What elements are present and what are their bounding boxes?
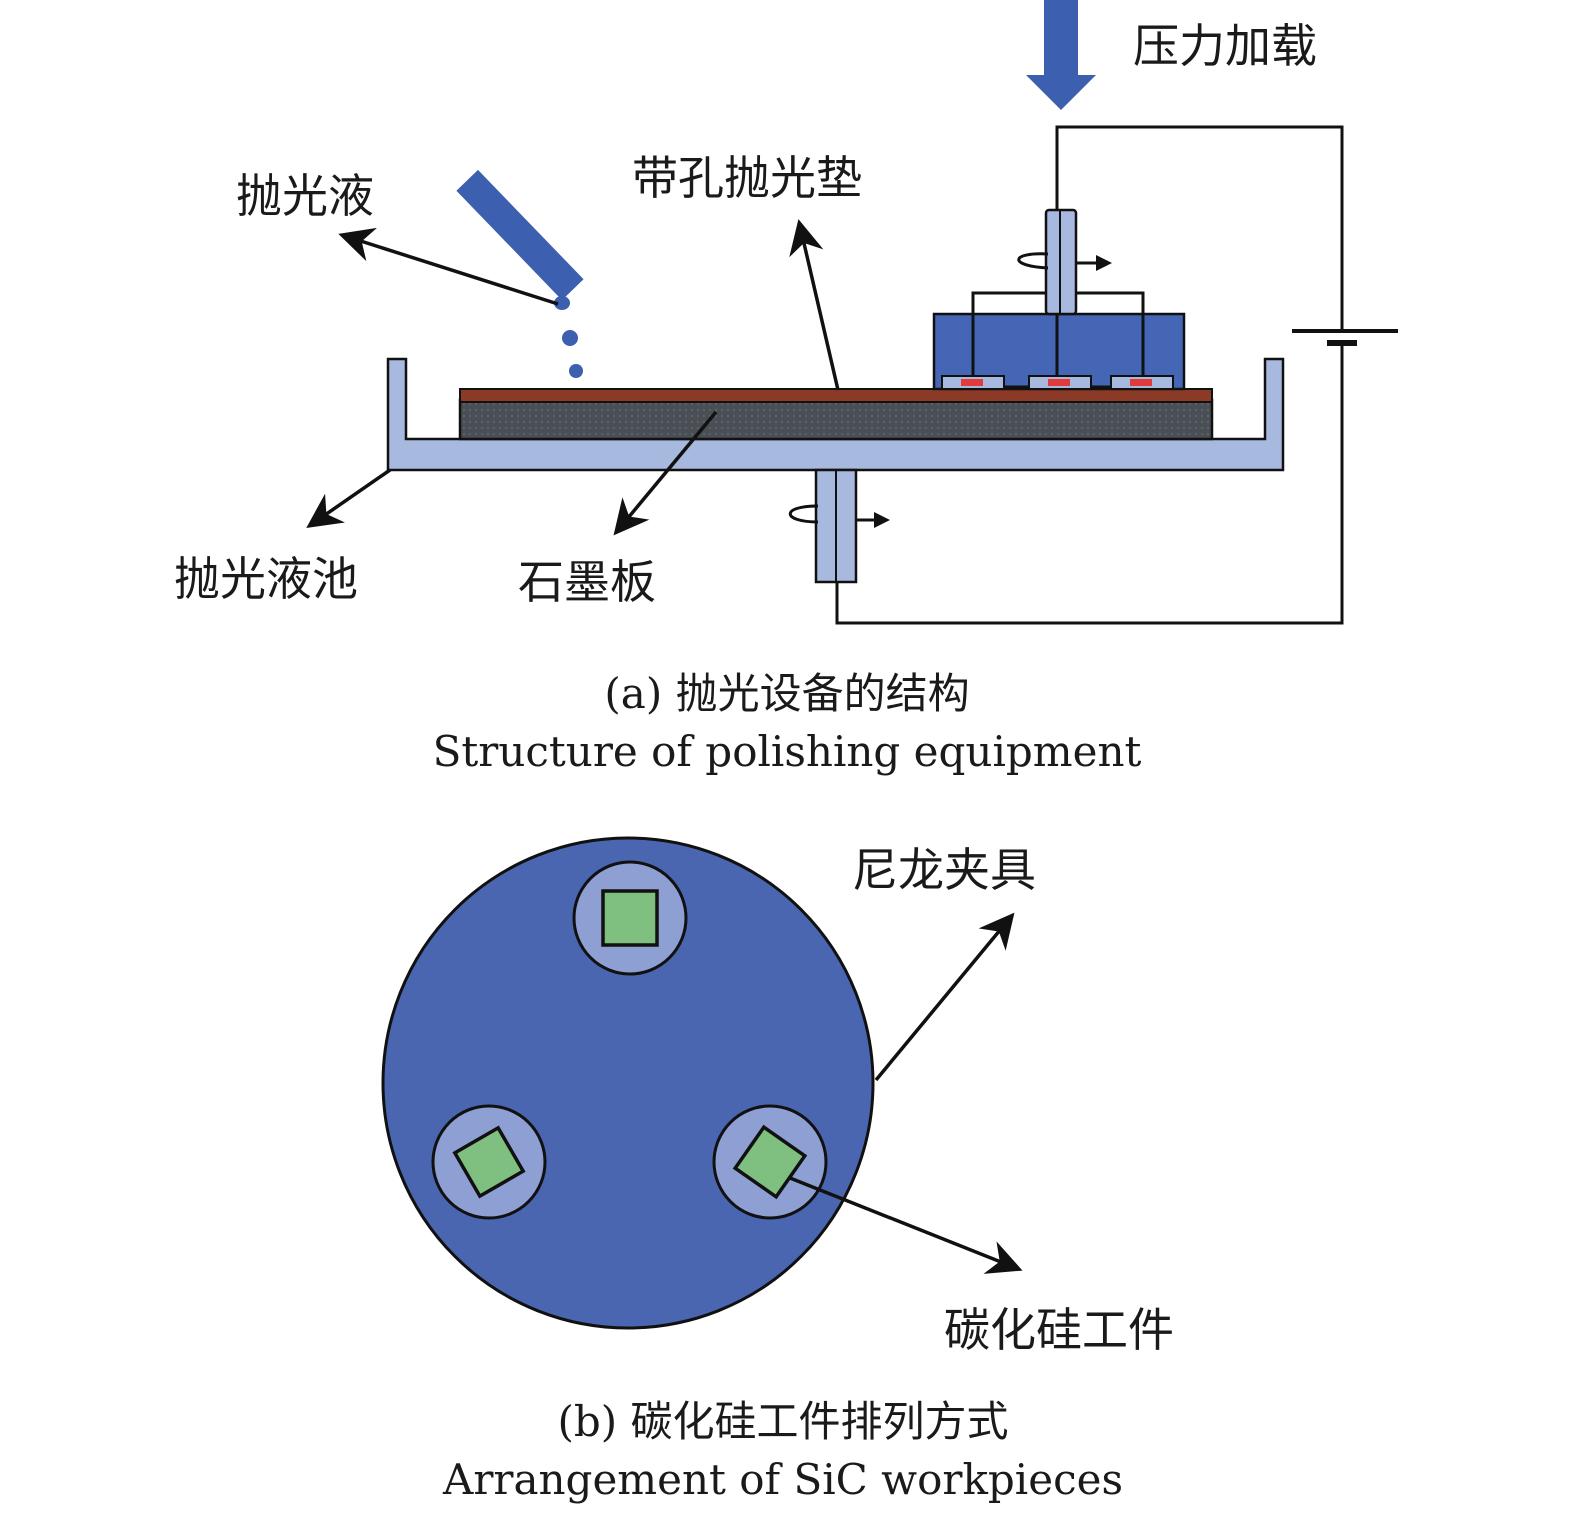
liquid-pool (386, 357, 1285, 472)
sic-workpieces-side (961, 379, 1152, 386)
caption-a-en: Structure of polishing equipment (433, 727, 1142, 776)
label-liquid-pool: 抛光液池 (174, 552, 358, 606)
rotation-arrow-lower-icon (788, 504, 890, 528)
sic-square-left (452, 1125, 526, 1199)
caption-a-zh: (a) 抛光设备的结构 (604, 669, 969, 718)
sic-square-top (601, 889, 659, 947)
arrow-polishing-liquid (338, 227, 559, 306)
battery-icon (1292, 329, 1398, 346)
arrow-perforated-pad (789, 219, 840, 391)
label-perforated-pad: 带孔抛光垫 (632, 151, 862, 205)
workpiece-holders (941, 375, 1174, 390)
workpiece-holder-left (431, 1104, 547, 1220)
label-sic-workpiece: 碳化硅工件 (944, 1303, 1174, 1357)
caption-b-zh: (b) 碳化硅工件排列方式 (557, 1397, 1008, 1446)
rotation-arrow-upper-icon (1017, 252, 1112, 271)
workpiece-holder-right (712, 1104, 828, 1220)
arrow-liquid-pool (306, 468, 391, 528)
label-nylon-fixture: 尼龙夹具 (852, 843, 1036, 897)
label-graphite-plate: 石墨板 (518, 555, 656, 609)
graphite-plate (458, 398, 1214, 441)
liquid-nozzle (456, 169, 584, 301)
label-polishing-liquid: 抛光液 (236, 169, 374, 223)
pressure-arrow-icon (1026, 0, 1096, 110)
caption-b-en: Arrangement of SiC workpieces (442, 1455, 1123, 1504)
perforated-pad (459, 388, 1213, 403)
panel-b-arrangement: 尼龙夹具 碳化硅工件 (b) 碳化硅工件排列方式 Arrangement of … (381, 836, 1174, 1504)
workpiece-holder-top (572, 860, 688, 976)
arrow-sic-workpiece (789, 1176, 1023, 1274)
sic-square-right (732, 1124, 808, 1200)
arrow-nylon-fixture (874, 912, 1015, 1082)
circuit-wire (835, 125, 1344, 625)
panel-a-structure: 压力加载 抛光液 带孔抛光垫 抛光液池 石墨板 (a) 抛光设备的结构 Stru… (174, 0, 1398, 776)
label-pressure-loading: 压力加载 (1133, 19, 1317, 73)
liquid-drops (554, 296, 583, 378)
arrow-graphite-plate (613, 410, 718, 536)
